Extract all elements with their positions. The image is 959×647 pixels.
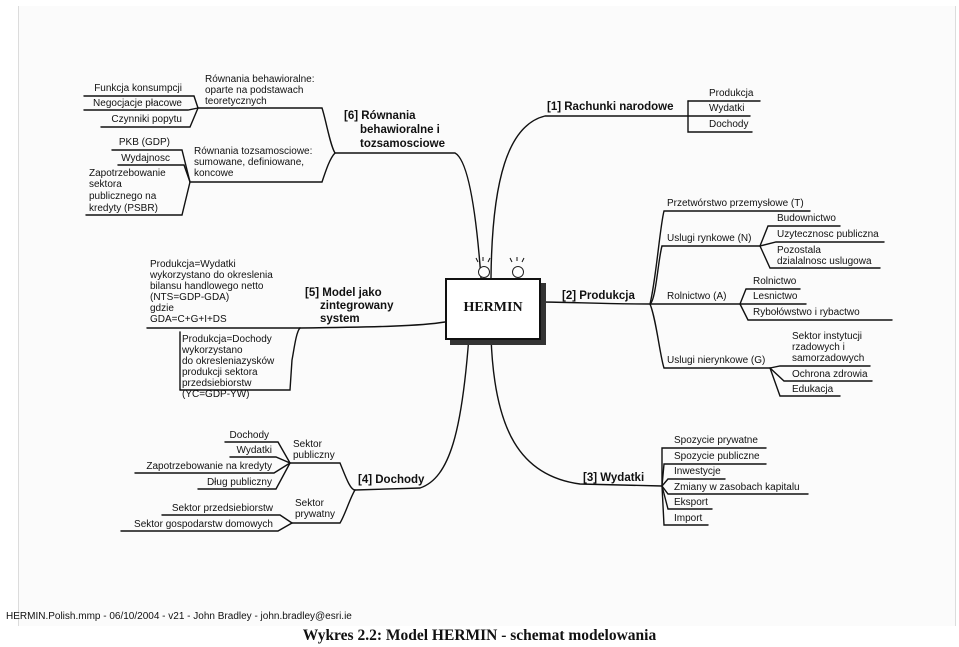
b4-sektor-publiczny-1[interactable]: Sektor [293, 439, 322, 450]
b4-pub-zapotrzebowanie[interactable]: Zapotrzebowanie na kredyty [146, 461, 272, 472]
b4-sektor-prywatny-1[interactable]: Sektor [295, 498, 324, 509]
b6-toz-title-3: koncowe [194, 168, 234, 179]
light-bulb-icon [478, 266, 490, 278]
connector-b5 [299, 321, 446, 329]
connector-b4 [354, 335, 470, 491]
b2-a-lesnictwo[interactable]: Lesnictwo [753, 291, 798, 302]
b6-psbr-line2[interactable]: sektora [89, 179, 122, 190]
figure-caption: Wykres 2.2: Model HERMIN - schemat model… [302, 627, 657, 644]
branch-3-title[interactable]: [3] Wydatki [583, 472, 645, 484]
branch-6-title-3[interactable]: tozsamosciowe [360, 138, 445, 150]
b6-toz-pkb[interactable]: PKB (GDP) [118, 137, 170, 148]
branch-5-title-3[interactable]: system [320, 313, 360, 325]
branch-5-title-1[interactable]: [5] Model jako [305, 287, 382, 299]
branch-4-title[interactable]: [4] Dochody [358, 474, 425, 486]
b5-note1-line5: gdzie [150, 303, 174, 314]
b3-item-zmiany[interactable]: Zmiany w zasobach kapitalu [674, 482, 800, 493]
b6-psbr-line3[interactable]: publicznego na [89, 191, 157, 202]
b2-g-sektor-1[interactable]: Sektor instytucji [792, 331, 863, 342]
b6-toz-title-1: Równania tozsamosciowe: [194, 146, 313, 157]
b6-toz-wydajnosc[interactable]: Wydajnosc [121, 153, 170, 164]
b2-n-dzialalnosc[interactable]: dzialalnosc uslugowa [777, 256, 872, 267]
central-node-hermin[interactable]: HERMIN [445, 278, 541, 340]
b2-g-sektor-2[interactable]: rzadowych i [792, 342, 845, 353]
b5-note1-line3: bilansu handlowego netto [150, 281, 264, 292]
central-node-label: HERMIN [463, 300, 523, 315]
b2-g-ochrona[interactable]: Ochrona zdrowia [792, 369, 868, 380]
b6-beh-title-3: teoretycznych [205, 96, 267, 107]
b2-rolnictwo-a[interactable]: Rolnictwo (A) [667, 291, 727, 302]
branch-2-title[interactable]: [2] Produkcja [562, 290, 635, 302]
connector-b3 [490, 335, 663, 487]
b5-note2-line1: Produkcja=Dochody [182, 334, 272, 345]
b5-note1-line2: wykorzystano do okreslenia [150, 270, 273, 281]
b5-note2-line2: wykorzystano [182, 345, 243, 356]
b6-beh-title-2: oparte na podstawach [205, 85, 304, 96]
b4-pub-wydatki[interactable]: Wydatki [236, 445, 272, 456]
b2-n-pozostala[interactable]: Pozostala [777, 245, 821, 256]
b4-priv-przedsiebiorstw[interactable]: Sektor przedsiebiorstw [171, 503, 273, 514]
branch-6-title-2[interactable]: behawioralne i [360, 124, 440, 136]
b3-item-import[interactable]: Import [674, 513, 703, 524]
b6-psbr-line4[interactable]: kredyty (PSBR) [89, 203, 158, 214]
b2-g-edukacja[interactable]: Edukacja [792, 384, 834, 395]
b4-sektor-publiczny-2[interactable]: publiczny [293, 450, 335, 461]
b5-note1-line1: Produkcja=Wydatki [150, 259, 236, 270]
b5-note1-line6: GDA=C+G+I+DS [150, 314, 227, 325]
b5-note2-line3: do okresleniazysków [182, 356, 275, 367]
light-bulb-icon [512, 266, 524, 278]
b6-beh-czynniki[interactable]: Czynniki popytu [111, 114, 182, 125]
b4-pub-dlug[interactable]: Dług publiczny [206, 477, 272, 488]
b6-beh-title-1: Równania behawioralne: [205, 74, 315, 85]
b2-uslugi-rynkowe[interactable]: Uslugi rynkowe (N) [667, 233, 752, 244]
file-footer: HERMIN.Polish.mmp - 06/10/2004 - v21 - J… [6, 611, 352, 622]
b4-pub-dochody[interactable]: Dochody [229, 430, 269, 441]
b2-a-rolnictwo[interactable]: Rolnictwo [753, 276, 797, 287]
b3-item-inwestycje[interactable]: Inwestycje [674, 466, 721, 477]
b4-priv-gospodarstw[interactable]: Sektor gospodarstw domowych [134, 519, 273, 530]
b1-item-wydatki[interactable]: Wydatki [709, 103, 745, 114]
b2-uslugi-nierynkowe[interactable]: Uslugi nierynkowe (G) [667, 355, 766, 366]
b1-item-produkcja[interactable]: Produkcja [709, 88, 754, 99]
b5-note2-line4: produkcji sektora [182, 367, 258, 378]
b3-item-spozycie-publiczne[interactable]: Spozycie publiczne [674, 451, 760, 462]
b2-a-rybolowstwo[interactable]: Rybołówstwo i rybactwo [753, 307, 860, 318]
b1-item-dochody[interactable]: Dochody [709, 119, 749, 130]
b2-g-sektor-3[interactable]: samorzadowych [792, 353, 865, 364]
b5-note1-line4: (NTS=GDP-GDA) [150, 292, 230, 303]
b5-note2-line6: (YC=GDP-YW) [182, 389, 250, 400]
b3-item-eksport[interactable]: Eksport [674, 497, 708, 508]
b6-psbr-line1[interactable]: Zapotrzebowanie [89, 168, 166, 179]
branch-1-title[interactable]: [1] Rachunki narodowe [547, 101, 674, 113]
b2-przetworstwo[interactable]: Przetwórstwo przemysłowe (T) [667, 198, 804, 209]
b2-n-uzytecznosc[interactable]: Uzytecznosc publiczna [777, 229, 879, 240]
branch-5-title-2[interactable]: zintegrowany [320, 300, 394, 312]
b6-beh-negocjacje[interactable]: Negocjacje płacowe [93, 98, 182, 109]
b6-beh-funkcja[interactable]: Funkcja konsumpcji [94, 83, 182, 94]
b4-sektor-prywatny-2[interactable]: prywatny [295, 509, 336, 520]
b6-toz-title-2: sumowane, definiowane, [194, 157, 305, 168]
connector-b1 [490, 115, 689, 279]
b2-n-budownictwo[interactable]: Budownictwo [777, 213, 836, 224]
connector-b6 [334, 152, 482, 279]
branch-6-title-1[interactable]: [6] Równania [344, 110, 416, 122]
b5-note2-line5: przedsiebiorstw [182, 378, 252, 389]
b3-item-spozycie-prywatne[interactable]: Spozycie prywatne [674, 435, 758, 446]
connector-b2 [538, 301, 651, 305]
